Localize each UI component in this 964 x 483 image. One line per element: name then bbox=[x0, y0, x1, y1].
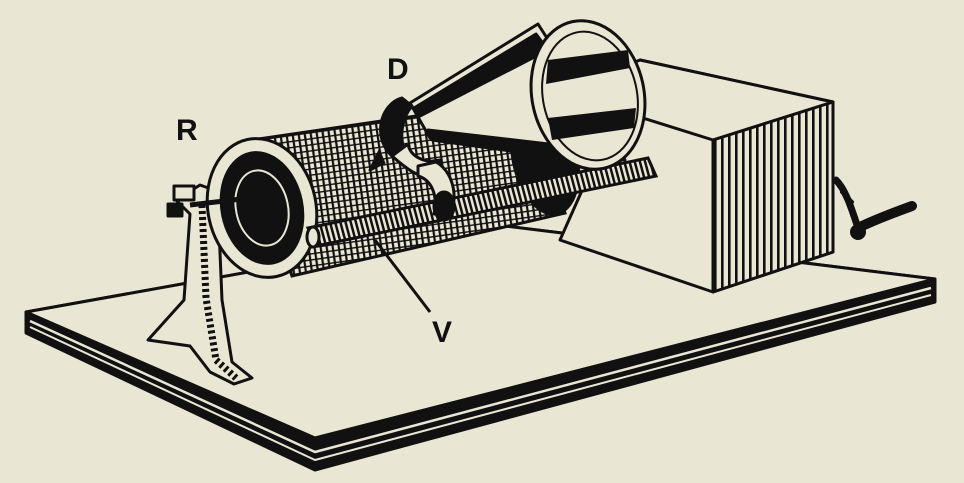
label-r: R bbox=[176, 114, 198, 147]
diaphragm-clamp-icon bbox=[368, 96, 456, 222]
threaded-screw-axle bbox=[189, 156, 659, 249]
label-v: V bbox=[432, 316, 453, 349]
leader-line-v bbox=[373, 239, 432, 313]
conical-horn-icon bbox=[408, 19, 647, 171]
label-d: D bbox=[387, 53, 409, 86]
hand-crank-icon bbox=[832, 176, 917, 240]
